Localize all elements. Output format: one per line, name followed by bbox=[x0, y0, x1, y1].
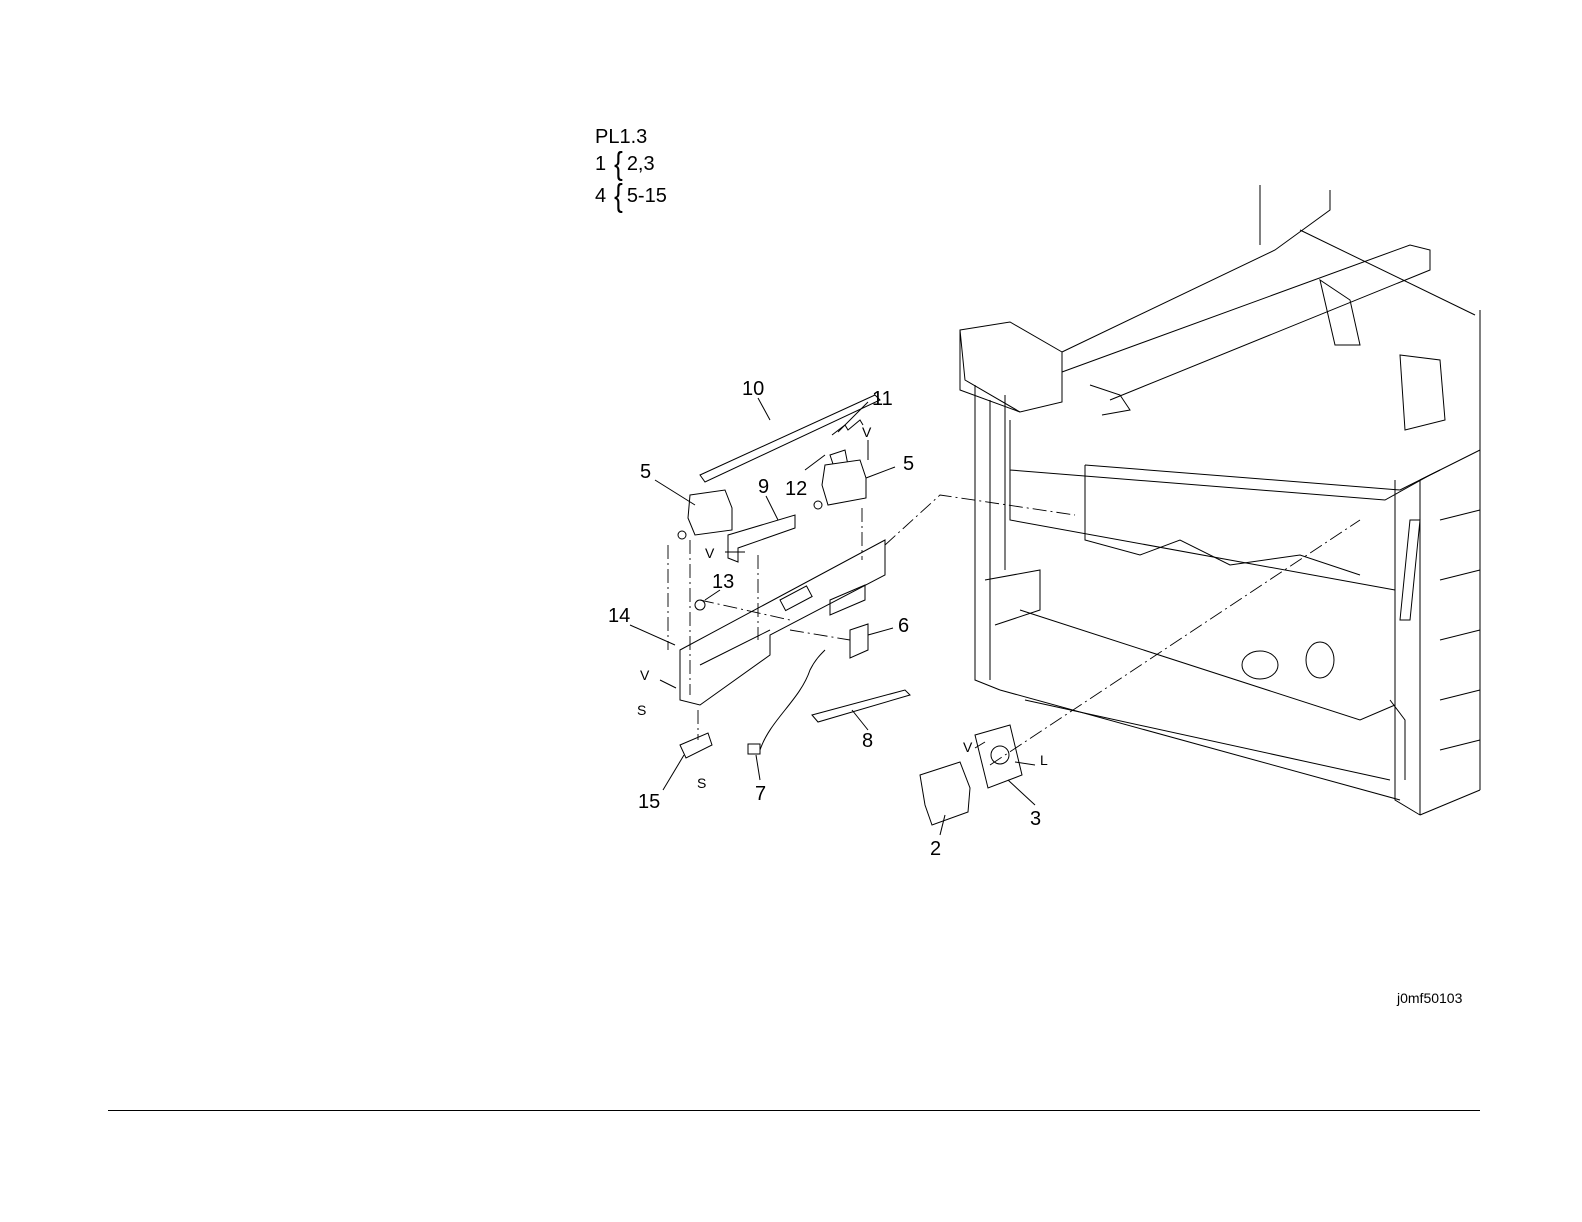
part-5-sensor-left bbox=[678, 490, 732, 539]
callout-15: 15 bbox=[638, 791, 660, 813]
part-7-harness bbox=[748, 650, 825, 754]
letter-v-motor: V bbox=[963, 739, 973, 755]
footer-divider bbox=[108, 1110, 1480, 1111]
letter-v-top-right: V bbox=[862, 424, 872, 440]
callout-8: 8 bbox=[862, 730, 873, 752]
part-5-sensor-right bbox=[814, 460, 866, 509]
callout-13: 13 bbox=[712, 571, 734, 593]
letter-l: L bbox=[1040, 752, 1048, 768]
letter-s-upper: S bbox=[637, 702, 646, 718]
part-8-guide bbox=[812, 690, 910, 722]
part-9-plate bbox=[728, 515, 795, 562]
part-15-sensor bbox=[680, 733, 712, 758]
part-13-screw bbox=[695, 600, 705, 610]
callout-7: 7 bbox=[755, 783, 766, 805]
letter-v-left-lower: V bbox=[640, 667, 650, 683]
part-14-bracket bbox=[680, 540, 885, 705]
callout-5-left: 5 bbox=[640, 461, 651, 483]
callout-11: 11 bbox=[872, 388, 893, 410]
main-frame-drawing bbox=[960, 185, 1480, 815]
figure-id: j0mf50103 bbox=[1397, 990, 1462, 1006]
part-6-sensor bbox=[850, 624, 868, 658]
callout-5-right: 5 bbox=[903, 453, 914, 475]
letter-v-left-upper: V bbox=[705, 545, 715, 561]
callout-2: 2 bbox=[930, 838, 941, 860]
letter-s-lower: S bbox=[697, 775, 706, 791]
callouts: 10 11 5 12 9 5 13 14 6 8 15 7 2 3 bbox=[608, 378, 1041, 860]
callout-3: 3 bbox=[1030, 808, 1041, 830]
callout-12: 12 bbox=[785, 478, 807, 500]
callout-6: 6 bbox=[898, 615, 909, 637]
part-3-bracket bbox=[975, 725, 1022, 788]
callout-9: 9 bbox=[758, 476, 769, 498]
callout-10: 10 bbox=[742, 378, 764, 400]
callout-14: 14 bbox=[608, 605, 630, 627]
